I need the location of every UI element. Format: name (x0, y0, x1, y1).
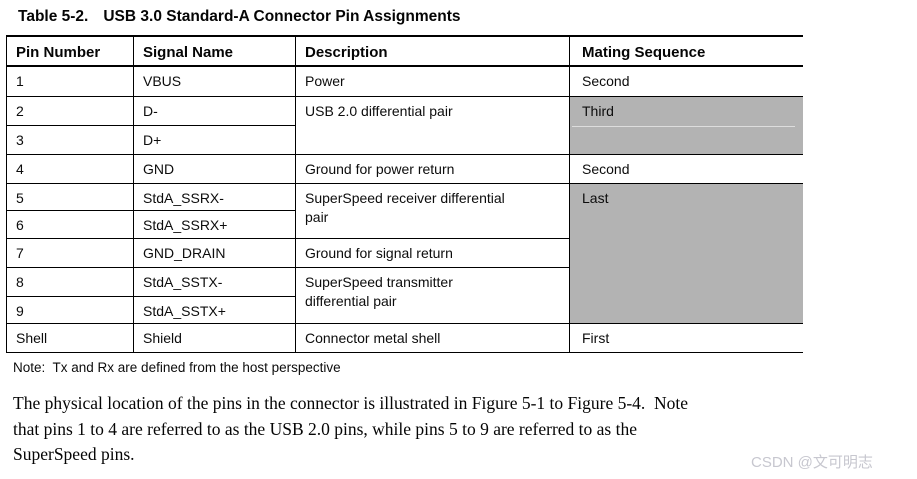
table-row-pin-6: 6 StdA_SSRX+ (6, 209, 803, 239)
signal-cell: StdA_SSTX+ (133, 295, 296, 324)
pin-cell: 1 (6, 65, 134, 97)
pin-cell: 5 (6, 182, 134, 211)
column-header-signal-name: Signal Name (133, 35, 296, 67)
description-cell: Power (295, 65, 570, 97)
table-row-pin-1: 1 VBUS Power Second (6, 65, 803, 97)
column-header-mating-sequence: Mating Sequence (569, 35, 803, 67)
description-cell: USB 2.0 differential pair (295, 95, 570, 155)
signal-cell: GND (133, 153, 296, 184)
table-row-pin-7: 7 GND_DRAIN Ground for signal return (6, 237, 803, 268)
table-row-shell: Shell Shield Connector metal shell First (6, 322, 803, 353)
pin-cell: 2 (6, 95, 134, 126)
pin-assignments-table: Pin Number Signal Name Description Matin… (6, 35, 803, 353)
csdn-watermark: CSDN @文可明志 (751, 454, 873, 471)
table-title-text: USB 3.0 Standard-A Connector Pin Assignm… (103, 8, 461, 25)
paragraph-line: that pins 1 to 4 are referred to as the … (13, 418, 637, 439)
mating-cell: Second (569, 65, 803, 97)
pin-cell: 7 (6, 237, 134, 268)
mating-cell-highlighted: Third (569, 95, 803, 155)
table-note: Note: Tx and Rx are defined from the hos… (13, 360, 341, 375)
signal-cell: VBUS (133, 65, 296, 97)
body-paragraph: The physical location of the pins in the… (13, 391, 688, 468)
table-row-pin-4: 4 GND Ground for power return Second (6, 153, 803, 184)
description-cell: SuperSpeed receiver differential pair (295, 182, 570, 239)
mating-cell: Second (569, 153, 803, 184)
pin-cell: 8 (6, 266, 134, 297)
pin-cell: 4 (6, 153, 134, 184)
table-row-pin-2: 2 D- USB 2.0 differential pair Third (6, 95, 803, 155)
table-row-pin-5: 5 StdA_SSRX- SuperSpeed receiver differe… (6, 182, 803, 324)
signal-cell: StdA_SSRX+ (133, 209, 296, 239)
signal-cell: D+ (133, 124, 296, 155)
column-header-description: Description (295, 35, 570, 67)
description-cell: SuperSpeed transmitter differential pair (295, 266, 570, 324)
mating-cell-highlighted: Last (569, 182, 803, 324)
signal-cell: D- (133, 95, 296, 126)
pin-cell: 6 (6, 209, 134, 239)
signal-cell: Shield (133, 322, 296, 353)
signal-cell: StdA_SSTX- (133, 266, 296, 297)
pin-cell: Shell (6, 322, 134, 353)
signal-cell: StdA_SSRX- (133, 182, 296, 211)
description-cell: Ground for power return (295, 153, 570, 184)
paragraph-line: SuperSpeed pins. (13, 444, 135, 464)
table-title: Table 5-2. USB 3.0 Standard-A Connector P… (18, 8, 461, 26)
table-header-row: Pin Number Signal Name Description Matin… (6, 35, 803, 67)
description-cell: Connector metal shell (295, 322, 570, 353)
column-header-pin-number: Pin Number (6, 35, 134, 67)
table-number-label: Table 5-2. (18, 8, 89, 25)
pin-assignments-table-container: Pin Number Signal Name Description Matin… (6, 35, 803, 353)
paragraph-line: The physical location of the pins in the… (13, 393, 689, 413)
signal-cell: GND_DRAIN (133, 237, 296, 268)
table-row-pin-8: 8 StdA_SSTX- SuperSpeed transmitter diff… (6, 266, 803, 324)
description-cell: Ground for signal return (295, 237, 570, 268)
mating-cell: First (569, 322, 803, 353)
pin-cell: 3 (6, 124, 134, 155)
pin-cell: 9 (6, 295, 134, 324)
